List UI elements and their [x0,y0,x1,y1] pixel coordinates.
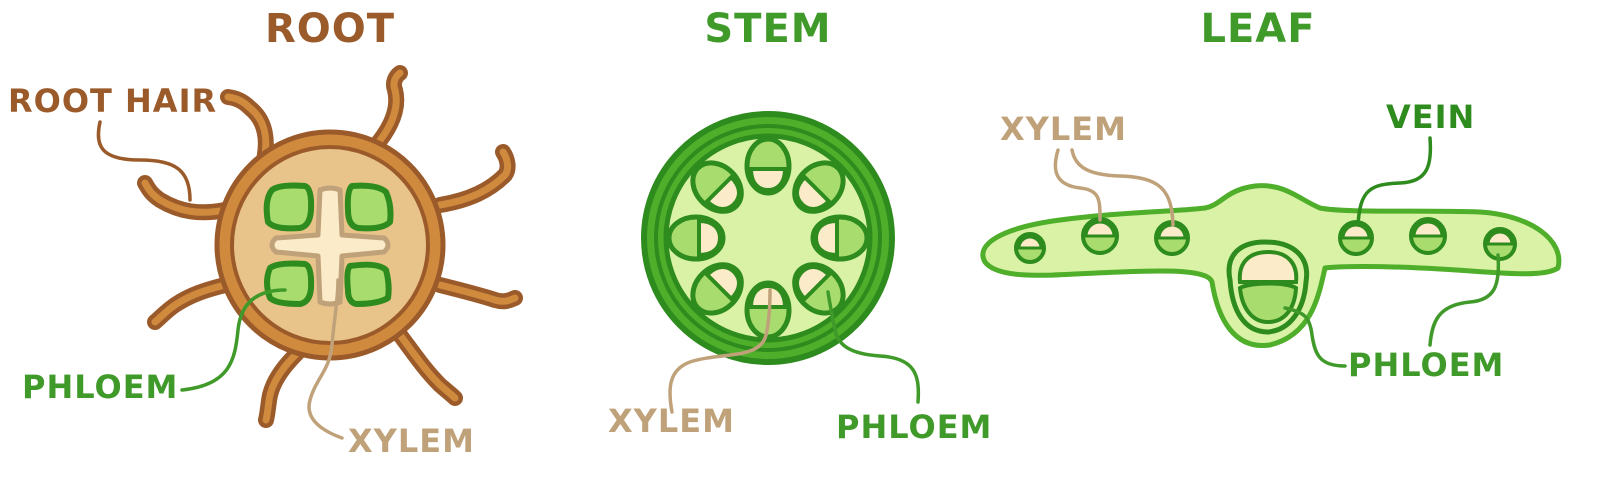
leaf-phloem-label: PHLOEM [1348,346,1504,384]
root-section: ROOT ROOT HAIR PHLOEM XYLEM [8,6,523,460]
leaf-vein-label: VEIN [1386,98,1475,136]
leaf-vein-leader [1356,136,1433,227]
root-title: ROOT [265,6,395,52]
root-hair-label: ROOT HAIR [8,82,217,120]
leaf-vein [1409,217,1447,255]
leaf-section: LEAF XYLEM VEIN PHLOEM [980,6,1562,384]
leaf-midrib-bundle [1226,239,1310,335]
leaf-vein [1081,217,1119,255]
stem-vascular-bundle [690,160,744,214]
stem-vascular-bundle [690,262,744,316]
root-xylem-label: XYLEM [348,422,475,460]
stem-vascular-bundle [744,280,792,340]
stem-xylem [697,218,723,258]
stem-vascular-bundle [744,136,792,196]
root-xylem-cross [269,185,391,307]
stem-xylem [704,174,742,212]
stem-xylem [813,218,839,258]
leaf-vein [1338,220,1374,256]
leaf-xylem-label: XYLEM [1000,110,1127,148]
stem-phloem-leader [826,290,921,404]
leaf-vein [1014,232,1046,264]
stem-vascular-bundle [666,214,726,262]
stem-xylem-leader [668,288,772,414]
leaf-title: LEAF [1200,6,1315,52]
stem-xylem [704,264,742,302]
leaf-phloem-leader-2 [1428,253,1501,347]
leaf-vein [1483,227,1517,261]
leaf-xylem-leader-2 [1070,148,1175,227]
stem-xylem [748,283,788,309]
root-hairs [137,65,523,428]
leaf-vein [1154,220,1190,256]
stem-xylem [748,167,788,193]
leaf-xylem-leader-1 [1053,148,1102,222]
root-hair-leader [96,120,192,202]
stem-vascular-bundles [666,136,870,340]
stem-xylem [794,264,832,302]
leaf-phloem-leader [1283,306,1347,368]
stem-xylem-label: XYLEM [608,402,735,440]
root-phloem-label: PHLOEM [22,368,178,406]
stem-section: STEM XYLEM PHLOEM [608,6,992,446]
stem-title: STEM [704,6,831,52]
root-phloem-blocks [263,182,394,307]
root-phloem-leader [180,288,287,392]
stem-vascular-bundle [810,214,870,262]
stem-phloem-label: PHLOEM [836,408,992,446]
root-xylem-leader [307,278,344,440]
leaf-small-veins [1014,217,1517,264]
stem-xylem [794,174,832,212]
